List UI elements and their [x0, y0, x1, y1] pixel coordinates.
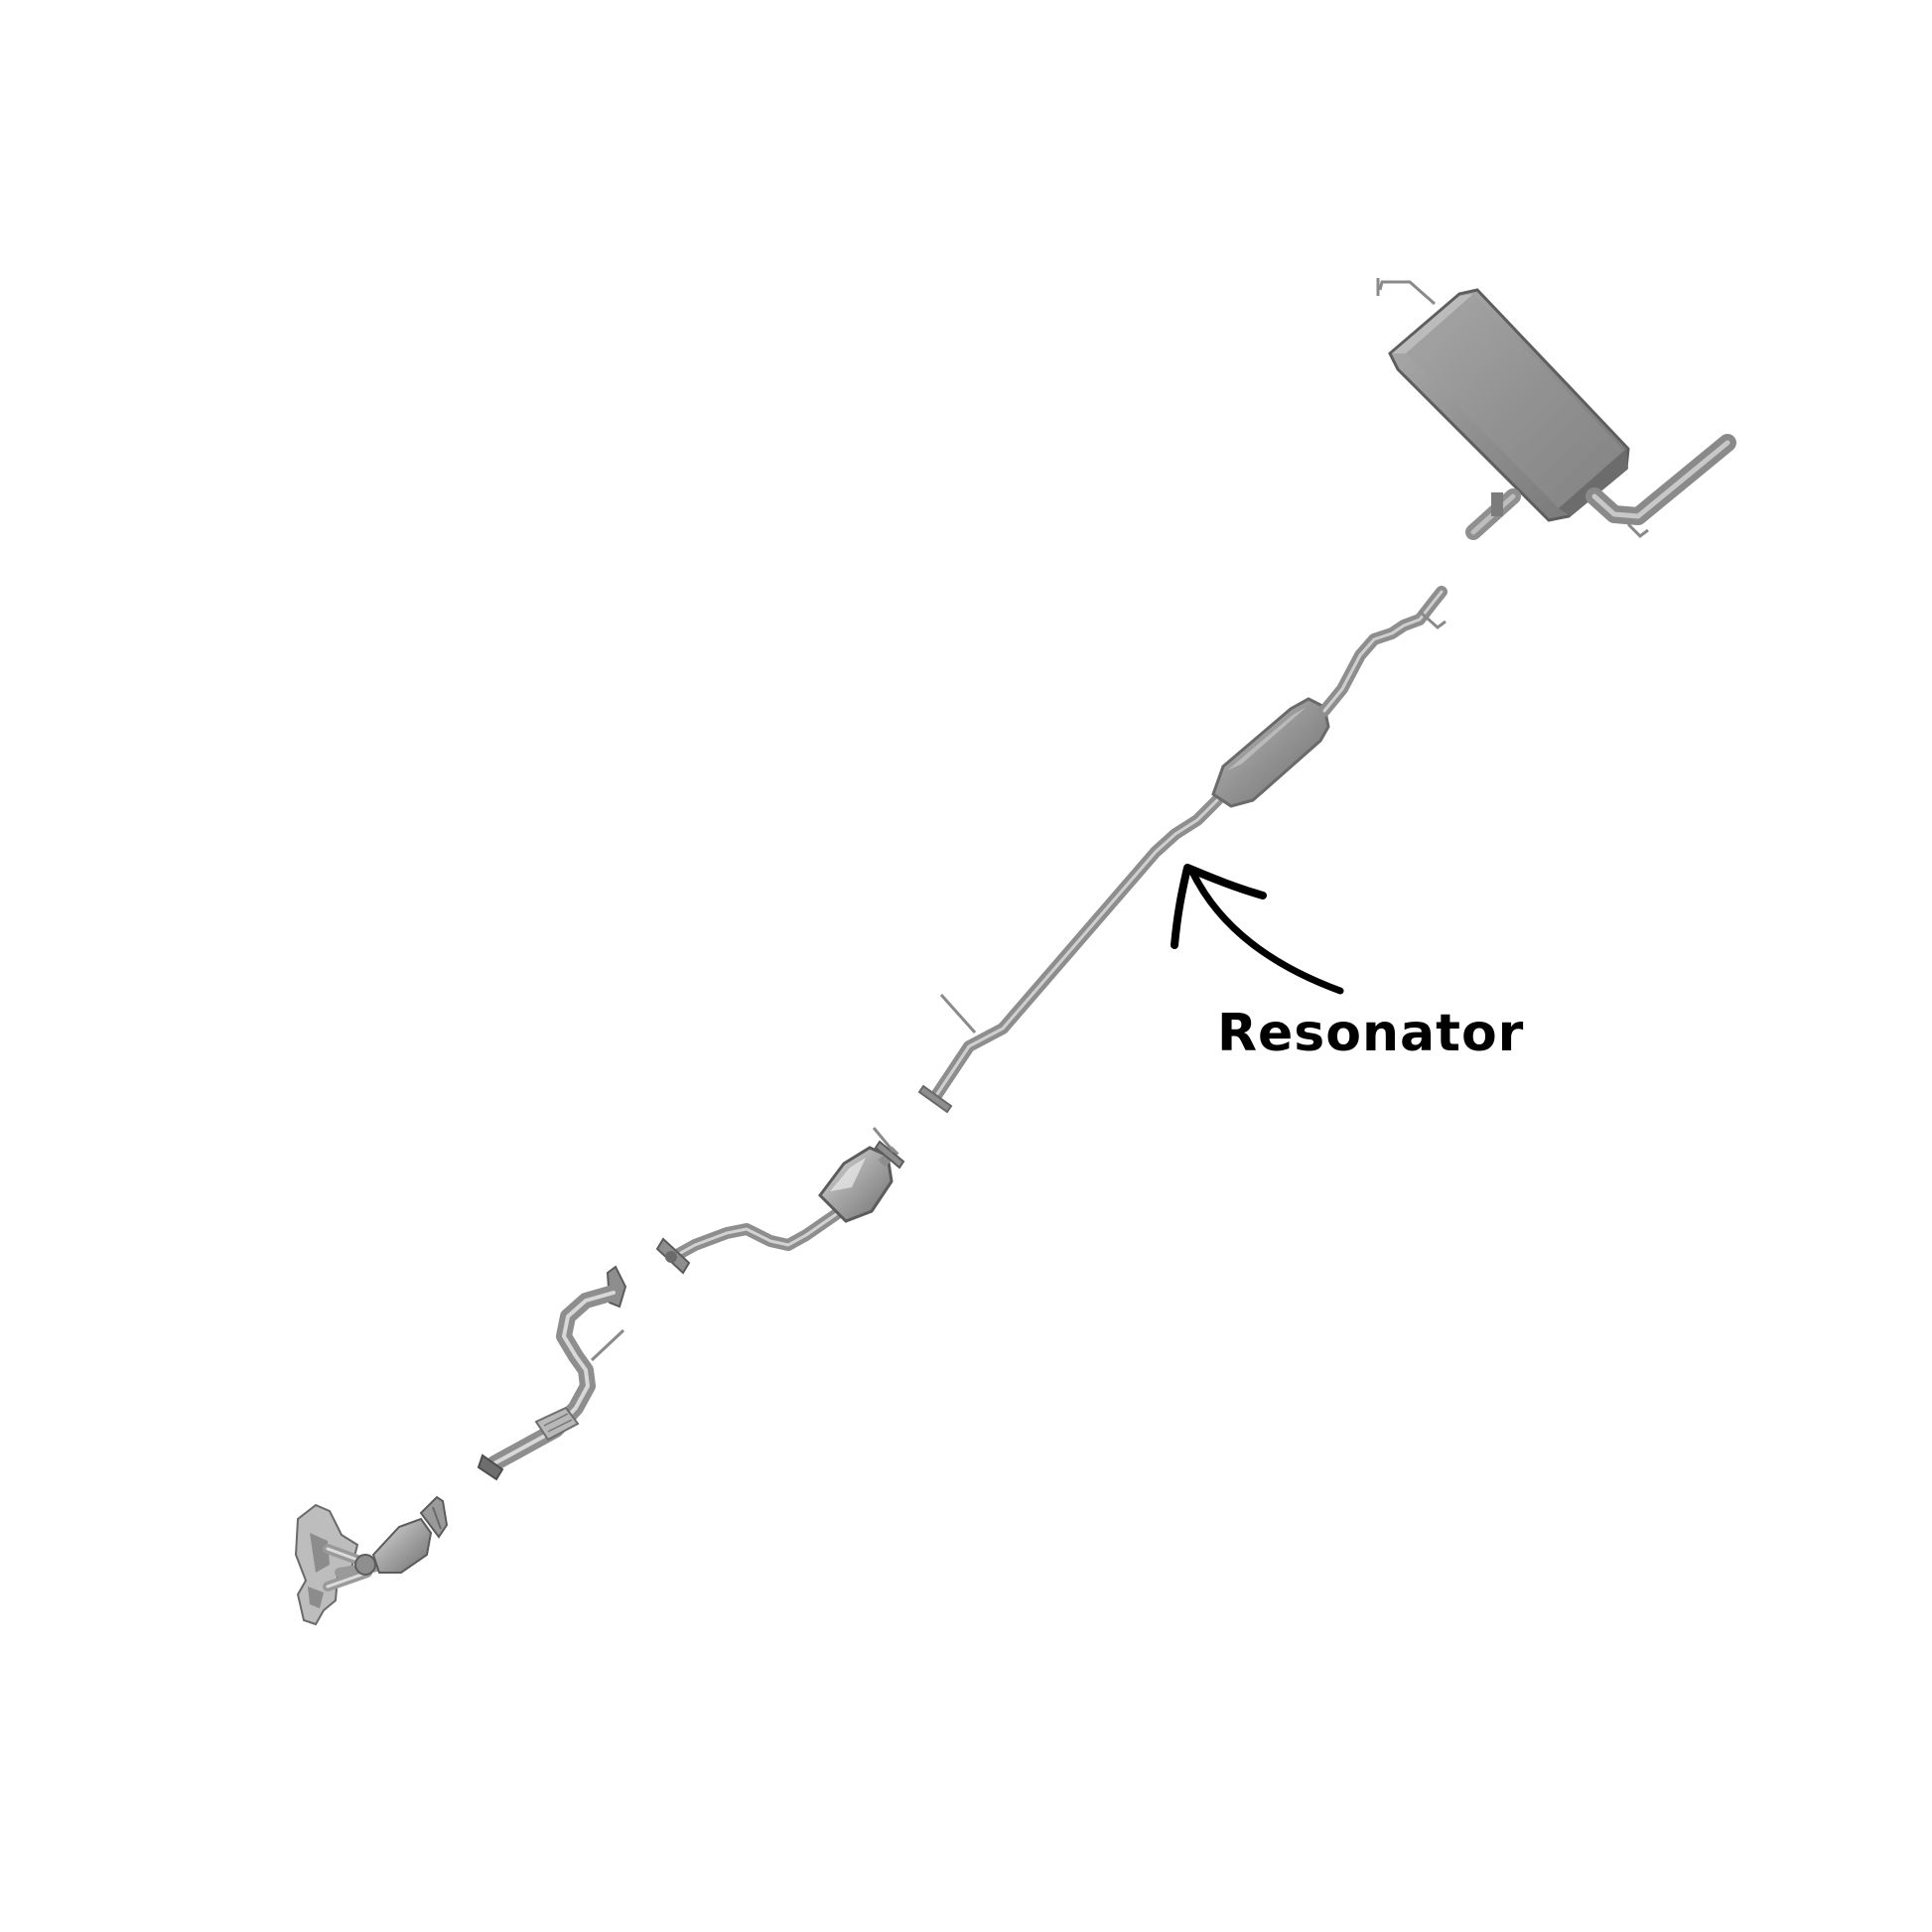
manifold-converter-body — [371, 1517, 433, 1574]
callout-label: Resonator — [1217, 1004, 1524, 1063]
muffler-inlet-pipe — [1465, 488, 1521, 540]
callout-arrow — [1171, 864, 1344, 995]
catalytic-converter-pipe — [655, 1127, 905, 1275]
catalytic-converter-body — [818, 1146, 894, 1223]
front-flex-pipe — [477, 1265, 627, 1481]
resonator-body — [1211, 697, 1330, 808]
tail-pipe — [1586, 434, 1736, 538]
curved-arrow-icon — [1189, 870, 1344, 995]
rear-muffler — [1376, 278, 1736, 540]
exhaust-manifold — [294, 1495, 449, 1626]
resonator-pipe — [917, 586, 1448, 1114]
